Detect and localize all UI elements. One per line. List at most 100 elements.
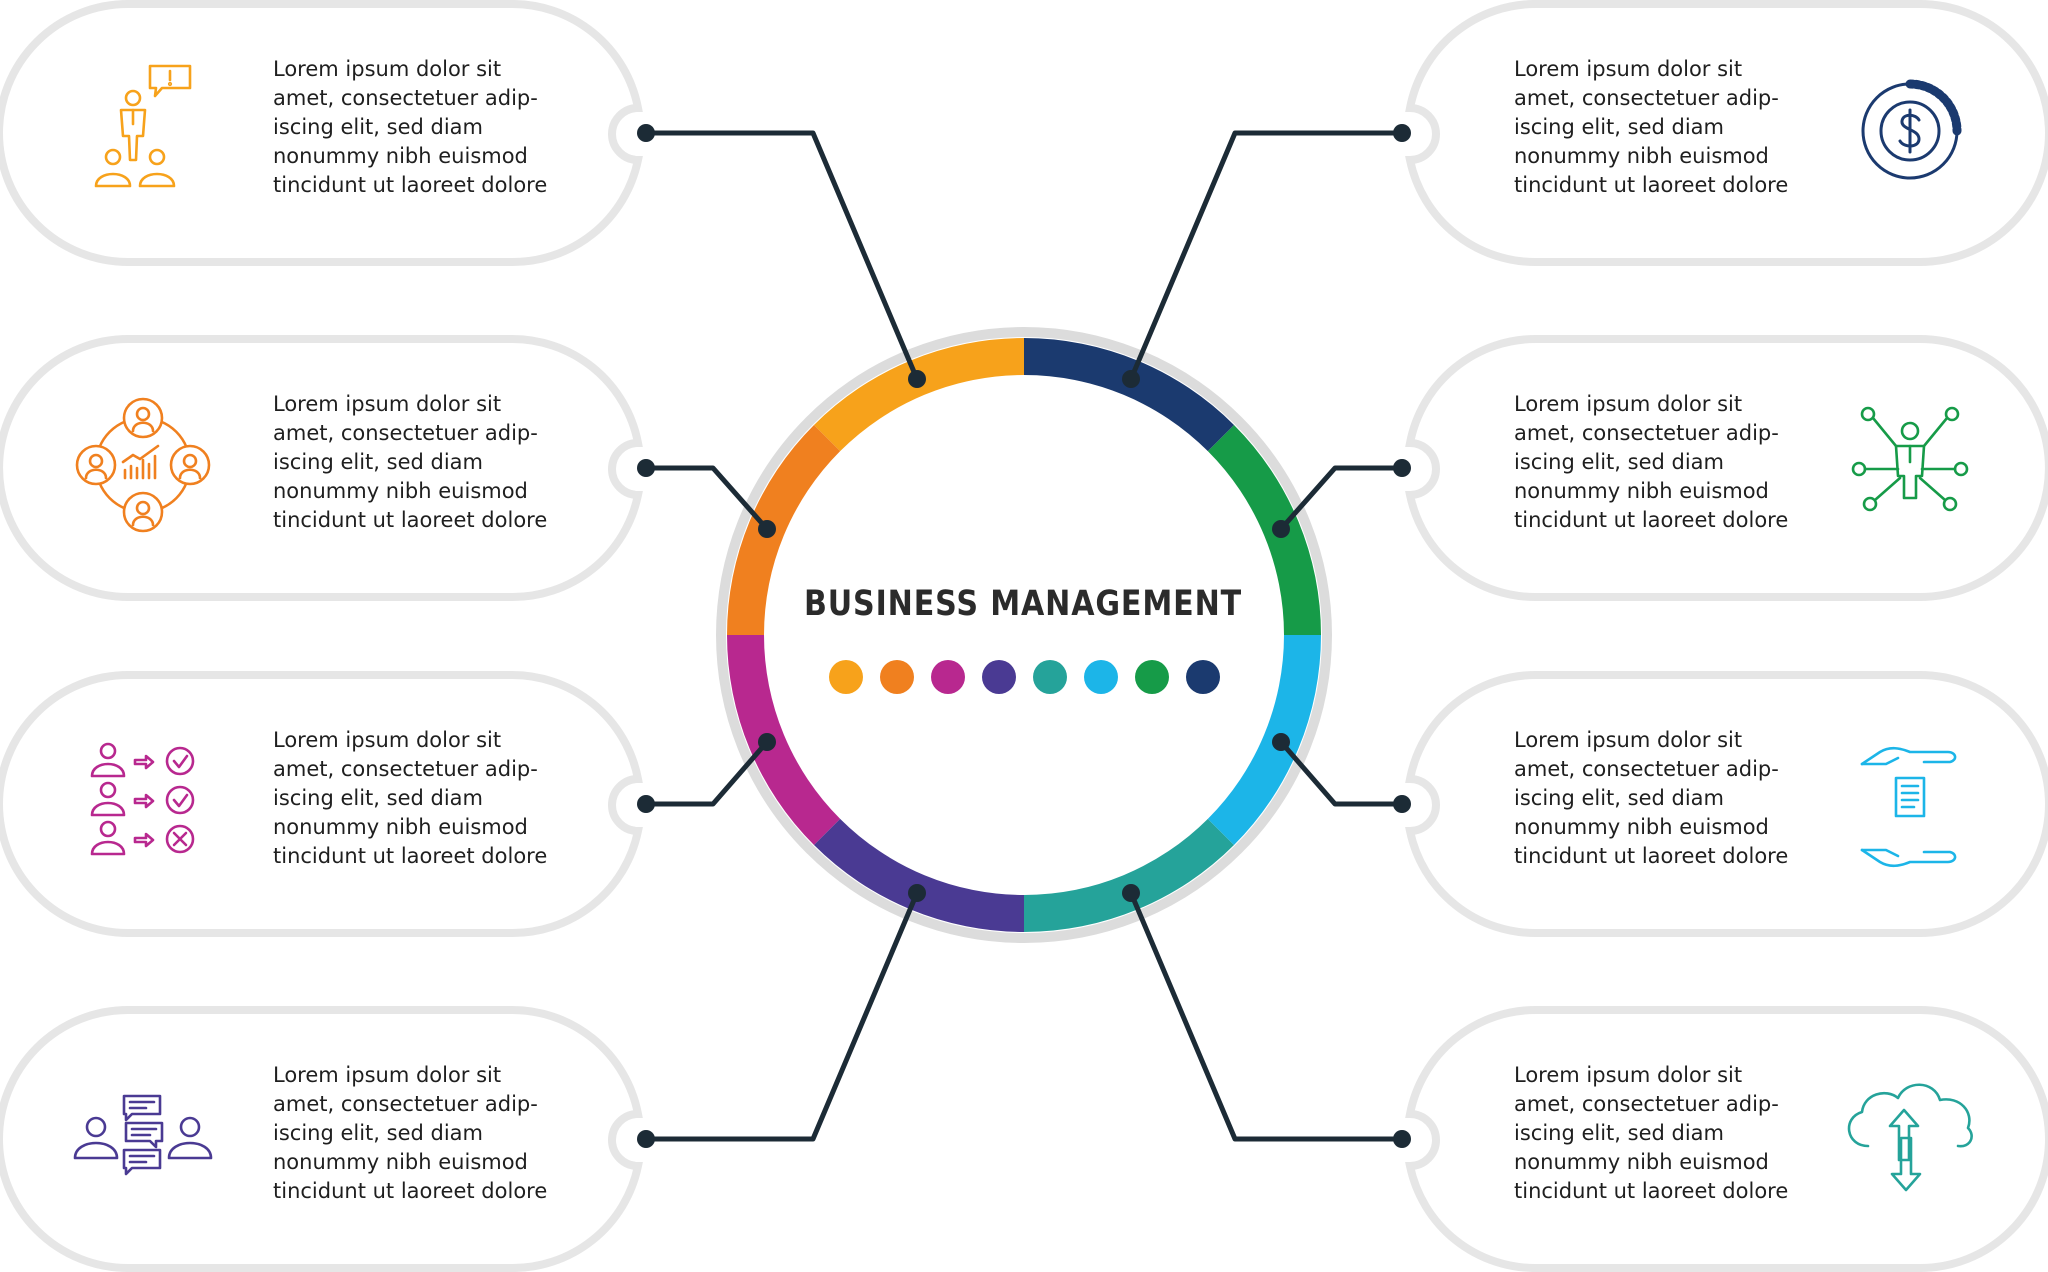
connector-end-dot-right-2 (1393, 459, 1411, 477)
card-line: nonummy nibh euismod (273, 815, 528, 839)
ring-outer-halo (716, 327, 1332, 943)
card-line: nonummy nibh euismod (273, 479, 528, 503)
ring-segment (1024, 338, 1235, 452)
card-line: iscing elit, sed diam (1514, 1121, 1724, 1145)
ring-segment (1024, 818, 1235, 932)
ring-segment (1207, 424, 1321, 635)
businessman-network-icon (1851, 406, 1969, 512)
ring-segment (727, 635, 841, 846)
color-dot (1084, 660, 1118, 694)
people-check-cross-icon (90, 742, 195, 856)
card-outline-right-1 (1405, 0, 2048, 267)
card-line: iscing elit, sed diam (273, 115, 483, 139)
connector-right-4 (1128, 892, 1402, 1142)
color-dot (1033, 660, 1067, 694)
card-line: amet, consectetuer adip- (273, 421, 538, 445)
connector-right-2 (1279, 465, 1402, 531)
card-line: nonummy nibh euismod (1514, 815, 1769, 839)
card-line: Lorem ipsum dolor sit (273, 57, 502, 81)
card-line: Lorem ipsum dolor sit (1514, 392, 1743, 416)
card-line: nonummy nibh euismod (1514, 1150, 1769, 1174)
card-line: amet, consectetuer adip- (1514, 757, 1779, 781)
dollar-coin-icon (1861, 79, 1962, 180)
ring-node-left-4 (908, 884, 926, 902)
card-line: nonummy nibh euismod (273, 144, 528, 168)
card-line: nonummy nibh euismod (1514, 144, 1769, 168)
ring-node-right-1 (1122, 370, 1140, 388)
card-line: iscing elit, sed diam (273, 1121, 483, 1145)
card-line: tincidunt ut laoreet dolore (1514, 508, 1789, 532)
color-dots (829, 660, 1220, 694)
ring-segment (1207, 635, 1321, 846)
card-line: tincidunt ut laoreet dolore (273, 173, 548, 197)
ring-node-left-2 (758, 520, 776, 538)
card-line: iscing elit, sed diam (273, 450, 483, 474)
connector-right-3 (1279, 740, 1402, 807)
card-line: Lorem ipsum dolor sit (273, 392, 502, 416)
ring-node-left-3 (758, 733, 776, 751)
color-dot (931, 660, 965, 694)
color-dot (982, 660, 1016, 694)
color-dot (1186, 660, 1220, 694)
people-chat-bubbles-icon (73, 1094, 213, 1176)
connector-end-dot-left-1 (637, 124, 655, 142)
color-dot (829, 660, 863, 694)
ring-segment (813, 818, 1024, 932)
card-outline-right-3 (1405, 670, 2048, 938)
card-line: tincidunt ut laoreet dolore (1514, 1179, 1789, 1203)
card-outline-left-1 (0, 0, 643, 267)
card-line: Lorem ipsum dolor sit (1514, 728, 1743, 752)
card-line: amet, consectetuer adip- (1514, 1092, 1779, 1116)
card-text-cloud-transfer: Lorem ipsum dolor sit amet, consectetuer… (1514, 1061, 1814, 1206)
card-outline-left-4 (0, 1005, 643, 1272)
ring-node-left-1 (908, 370, 926, 388)
connector-left-4 (646, 892, 920, 1142)
color-dot (1135, 660, 1169, 694)
card-line: Lorem ipsum dolor sit (1514, 57, 1743, 81)
card-outline-left-2 (0, 334, 643, 602)
connector-end-dot-left-4 (637, 1130, 655, 1148)
card-line: nonummy nibh euismod (273, 1150, 528, 1174)
ring-segment (727, 424, 841, 635)
card-line: iscing elit, sed diam (1514, 786, 1724, 810)
cloud-upload-download-icon (1847, 1083, 1973, 1192)
diagram-title: BUSINESS MANAGEMENT (803, 584, 1243, 624)
ring-segments (727, 338, 1321, 932)
connector-end-dot-right-1 (1393, 124, 1411, 142)
connector-end-dot-left-2 (637, 459, 655, 477)
card-outline-left-3 (0, 670, 643, 938)
card-text-candidate-selection: Lorem ipsum dolor sit amet, consectetuer… (273, 726, 573, 871)
card-line: iscing elit, sed diam (1514, 115, 1724, 139)
card-line: Lorem ipsum dolor sit (1514, 1063, 1743, 1087)
card-line: tincidunt ut laoreet dolore (273, 1179, 548, 1203)
card-outline-right-4 (1405, 1005, 2048, 1272)
card-text-communication: Lorem ipsum dolor sit amet, consectetuer… (273, 1061, 573, 1206)
ring-node-right-3 (1272, 733, 1290, 751)
card-line: tincidunt ut laoreet dolore (1514, 844, 1789, 868)
ring-segment (813, 338, 1024, 452)
ring-inner-fill (764, 375, 1284, 895)
card-line: tincidunt ut laoreet dolore (273, 844, 548, 868)
card-line: iscing elit, sed diam (1514, 450, 1724, 474)
card-line: nonummy nibh euismod (1514, 479, 1769, 503)
color-dot (880, 660, 914, 694)
presenter-with-speech-bubble-icon (94, 64, 192, 188)
connector-end-dot-left-3 (637, 795, 655, 813)
ring-node-right-4 (1122, 884, 1140, 902)
card-line: Lorem ipsum dolor sit (273, 728, 502, 752)
connector-end-dot-right-3 (1393, 795, 1411, 813)
connector-left-3 (646, 740, 769, 807)
card-line: amet, consectetuer adip- (1514, 86, 1779, 110)
card-text-team-analytics: Lorem ipsum dolor sit amet, consectetuer… (273, 390, 573, 535)
card-line: amet, consectetuer adip- (273, 86, 538, 110)
connector-left-2 (646, 465, 769, 531)
card-text-document-handover: Lorem ipsum dolor sit amet, consectetuer… (1514, 726, 1814, 871)
card-text-finance: Lorem ipsum dolor sit amet, consectetuer… (1514, 55, 1814, 200)
card-line: Lorem ipsum dolor sit (273, 1063, 502, 1087)
card-line: amet, consectetuer adip- (273, 1092, 538, 1116)
card-outline-right-2 (1405, 334, 2048, 602)
card-text-leader-meeting: Lorem ipsum dolor sit amet, consectetuer… (273, 55, 573, 200)
card-line: iscing elit, sed diam (273, 786, 483, 810)
connector-right-1 (1128, 130, 1402, 380)
